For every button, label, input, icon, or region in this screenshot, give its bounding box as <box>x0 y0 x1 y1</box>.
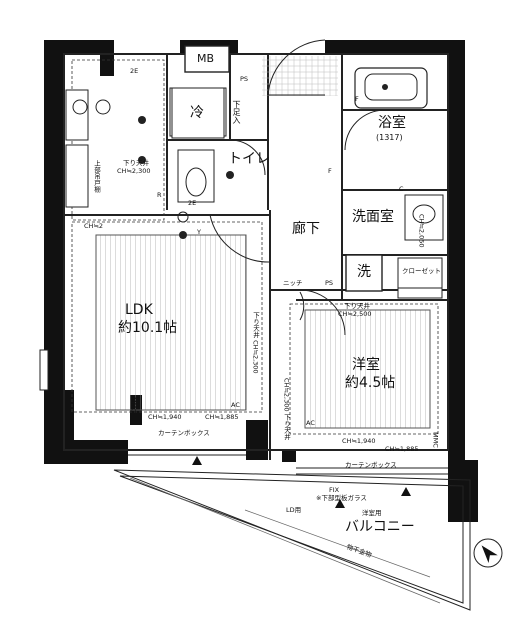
fridge-label: 冷 <box>190 105 204 121</box>
frosted-glass-label: ※下部型板ガラス <box>316 494 367 502</box>
kitchen-ceiling-label: 下り天井 <box>123 159 149 167</box>
mb-label: MB <box>197 52 215 65</box>
washer-label: 洗 <box>357 264 371 280</box>
western-ceiling-label: 下り天井 <box>344 302 370 310</box>
western-room-size: 約4.5帖 <box>345 375 396 391</box>
mmc-right-label: MMC <box>431 432 440 448</box>
ac-left-label: AC <box>231 401 240 409</box>
ac-top-mark: 2E <box>130 67 139 75</box>
ch-1885-right: CH≒1,885 <box>385 445 419 453</box>
niche-label: ニッチ <box>283 279 303 287</box>
ch-1940-right: CH≒1,940 <box>342 437 376 445</box>
curtain-box-right-label: カーテンボックス <box>345 461 397 469</box>
ps-top-label: PS <box>240 75 249 83</box>
divider-ceiling-vertical: CH≒2,300 下り天井 <box>282 378 291 440</box>
balcony-label: バルコニー <box>345 519 415 535</box>
f-mark-bath: F <box>355 95 359 103</box>
western-use-label: 洋室用 <box>362 509 382 517</box>
western-ceiling-ch: CH≒2,500 <box>338 310 372 318</box>
r-mark: R <box>157 191 162 199</box>
ac-kitchen-mark: 2E <box>188 199 197 207</box>
entrance-storage-label: 下足入 <box>232 100 241 124</box>
bath-size: (1317) <box>376 133 403 142</box>
entrance-grid <box>262 56 338 96</box>
bath-label: 浴室 <box>378 115 406 131</box>
curtain-box-left-label: カーテンボックス <box>158 429 210 437</box>
ps-mid-label: PS <box>325 279 334 287</box>
ldk-floor-hatch <box>95 234 247 411</box>
mmc-left-label: MMC <box>129 397 138 413</box>
ch-left-label: CH≒2 <box>84 222 104 230</box>
western-room-label: 洋室 <box>352 357 380 373</box>
western-floor-hatch <box>304 309 431 429</box>
c-mark: C <box>399 185 404 193</box>
ac-right-label: AC <box>306 419 315 427</box>
washroom-label: 洗面室 <box>352 209 394 225</box>
ch-1940-left: CH≒1,940 <box>148 413 182 421</box>
kitchen-ceiling-ch: CH≒2,300 <box>117 167 151 175</box>
ldk-size: 約10.1帖 <box>118 320 178 336</box>
hallway-label: 廊下 <box>292 221 320 237</box>
ch-1885-left: CH≒1,885 <box>205 413 239 421</box>
toilet-label: トイレ <box>228 151 270 167</box>
y-mark: Y <box>197 228 201 236</box>
f-mark-hall: F <box>328 167 332 175</box>
ld-label: LD用 <box>286 506 302 514</box>
fix-label: FIX <box>329 486 340 494</box>
closet-label: クローゼット <box>402 267 441 275</box>
ldk-ceiling-vertical: 下り天井 CH≒2,300 <box>251 312 260 374</box>
compass-arrow-icon <box>473 538 503 568</box>
ldk-label: LDK <box>125 302 153 318</box>
range-hood-label: 上部吊戸棚 <box>92 160 101 193</box>
ch-2050-label: CH≒2,050 <box>417 214 426 248</box>
